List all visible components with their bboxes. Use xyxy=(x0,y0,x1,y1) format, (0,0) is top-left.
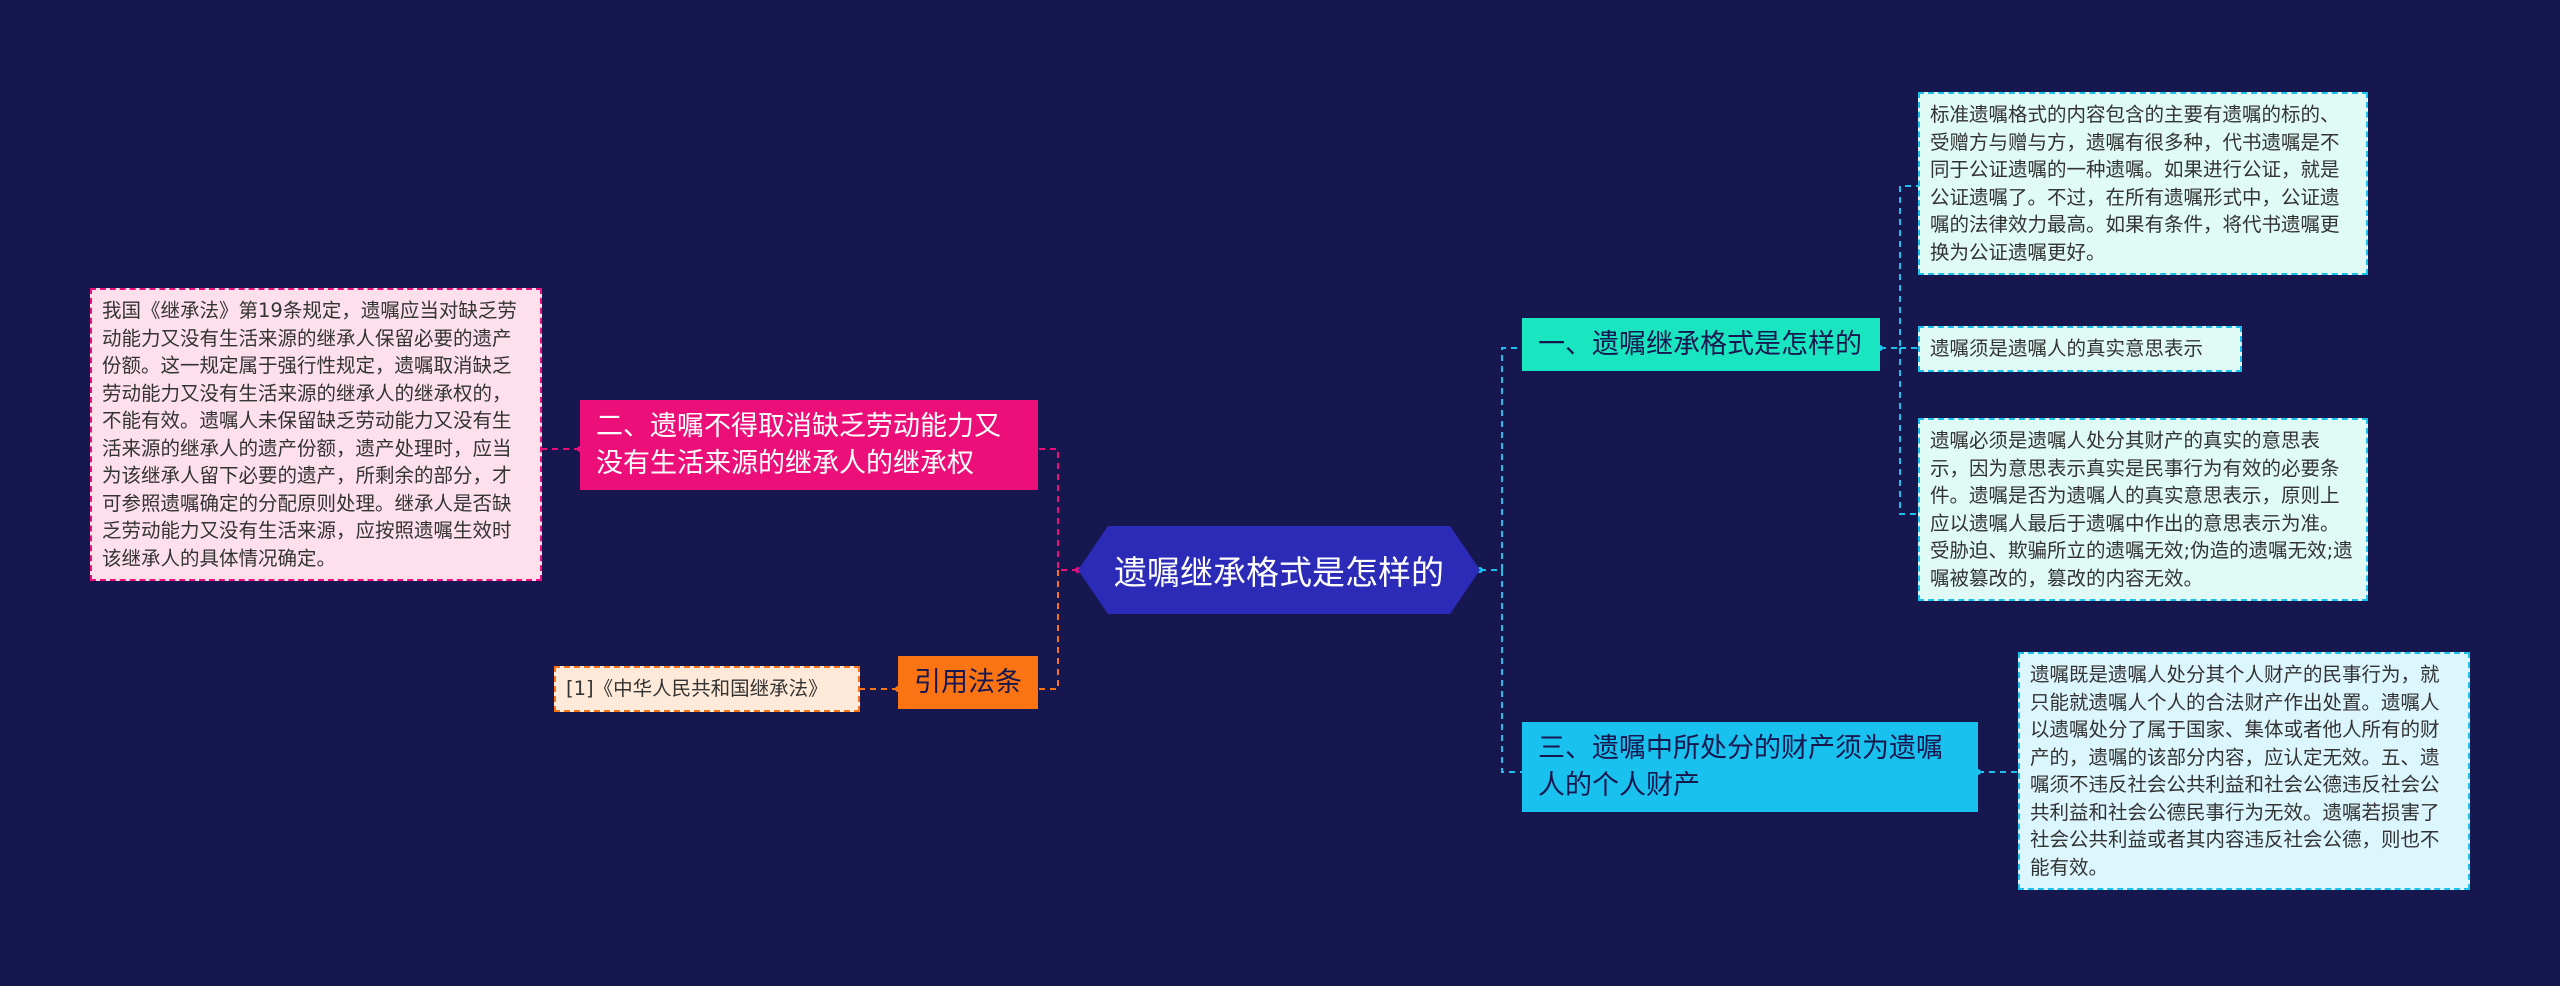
leaf-inheritance-law-reference[interactable]: [1]《中华人民共和国继承法》 xyxy=(554,666,860,712)
leaf-personal-property-detail[interactable]: 遗嘱既是遗嘱人处分其个人财产的民事行为，就只能就遗嘱人个人的合法财产作出处置。遗… xyxy=(2018,652,2470,890)
leaf-standard-will-format[interactable]: 标准遗嘱格式的内容包含的主要有遗嘱的标的、受赠方与赠与方，遗嘱有很多种，代书遗嘱… xyxy=(1918,92,2368,275)
branch-cited-law[interactable]: 引用法条 xyxy=(898,656,1038,709)
leaf-true-intention[interactable]: 遗嘱须是遗嘱人的真实意思表示 xyxy=(1918,326,2242,372)
branch-cannot-disinherit[interactable]: 二、遗嘱不得取消缺乏劳动能力又没有生活来源的继承人的继承权 xyxy=(580,400,1038,490)
leaf-true-intention-detail[interactable]: 遗嘱必须是遗嘱人处分其财产的真实的意思表示，因为意思表示真实是民事行为有效的必要… xyxy=(1918,418,2368,601)
branch-personal-property[interactable]: 三、遗嘱中所处分的财产须为遗嘱人的个人财产 xyxy=(1522,722,1978,812)
central-topic[interactable]: 遗嘱继承格式是怎样的 xyxy=(1078,526,1480,614)
leaf-inheritance-law-article-19[interactable]: 我国《继承法》第19条规定，遗嘱应当对缺乏劳动能力又没有生活来源的继承人保留必要… xyxy=(90,288,542,581)
branch-will-format[interactable]: 一、遗嘱继承格式是怎样的 xyxy=(1522,318,1880,371)
